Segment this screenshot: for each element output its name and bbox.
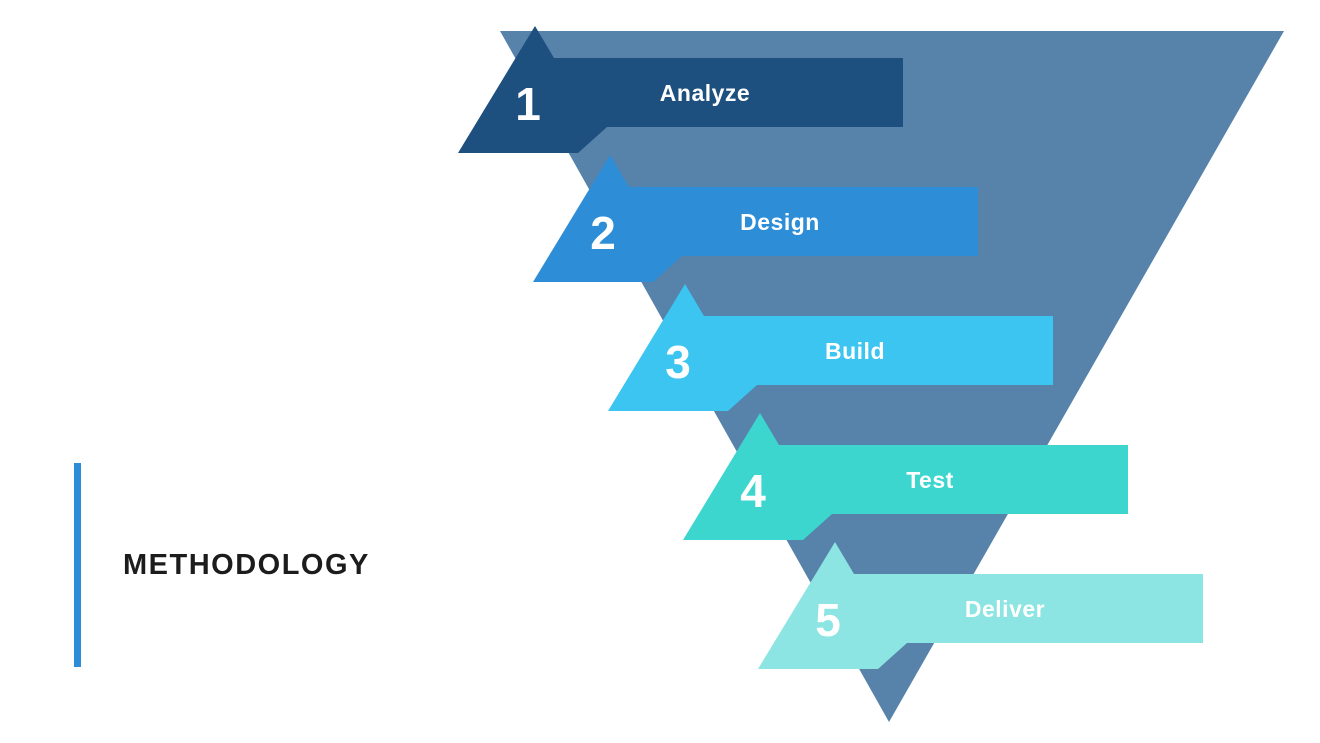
- title-block: METHODOLOGY: [74, 463, 370, 667]
- funnel-step-test: 4 Test: [683, 413, 1128, 540]
- step-label: Analyze: [660, 80, 750, 106]
- funnel-step-deliver: 5 Deliver: [758, 542, 1203, 669]
- step-number: 2: [590, 207, 616, 259]
- step-ribbon-shape: [758, 542, 1203, 669]
- step-label: Deliver: [965, 596, 1045, 622]
- step-number: 1: [515, 78, 541, 130]
- title-accent-bar: [74, 463, 81, 667]
- step-ribbon-shape: [683, 413, 1128, 540]
- step-ribbon-shape: [533, 155, 978, 282]
- step-label: Build: [825, 338, 885, 364]
- funnel-steps-layer: 1 Analyze 2 Design 3 Build 4 Test 5 Deliver: [458, 26, 1203, 669]
- funnel-step-build: 3 Build: [608, 284, 1053, 411]
- step-label: Design: [740, 209, 820, 235]
- funnel-step-analyze: 1 Analyze: [458, 26, 903, 153]
- step-ribbon-shape: [458, 26, 903, 153]
- step-label: Test: [906, 467, 954, 493]
- step-number: 5: [815, 594, 841, 646]
- step-ribbon-shape: [608, 284, 1053, 411]
- funnel-step-design: 2 Design: [533, 155, 978, 282]
- page-title: METHODOLOGY: [123, 548, 370, 581]
- step-number: 4: [740, 465, 766, 517]
- step-number: 3: [665, 336, 691, 388]
